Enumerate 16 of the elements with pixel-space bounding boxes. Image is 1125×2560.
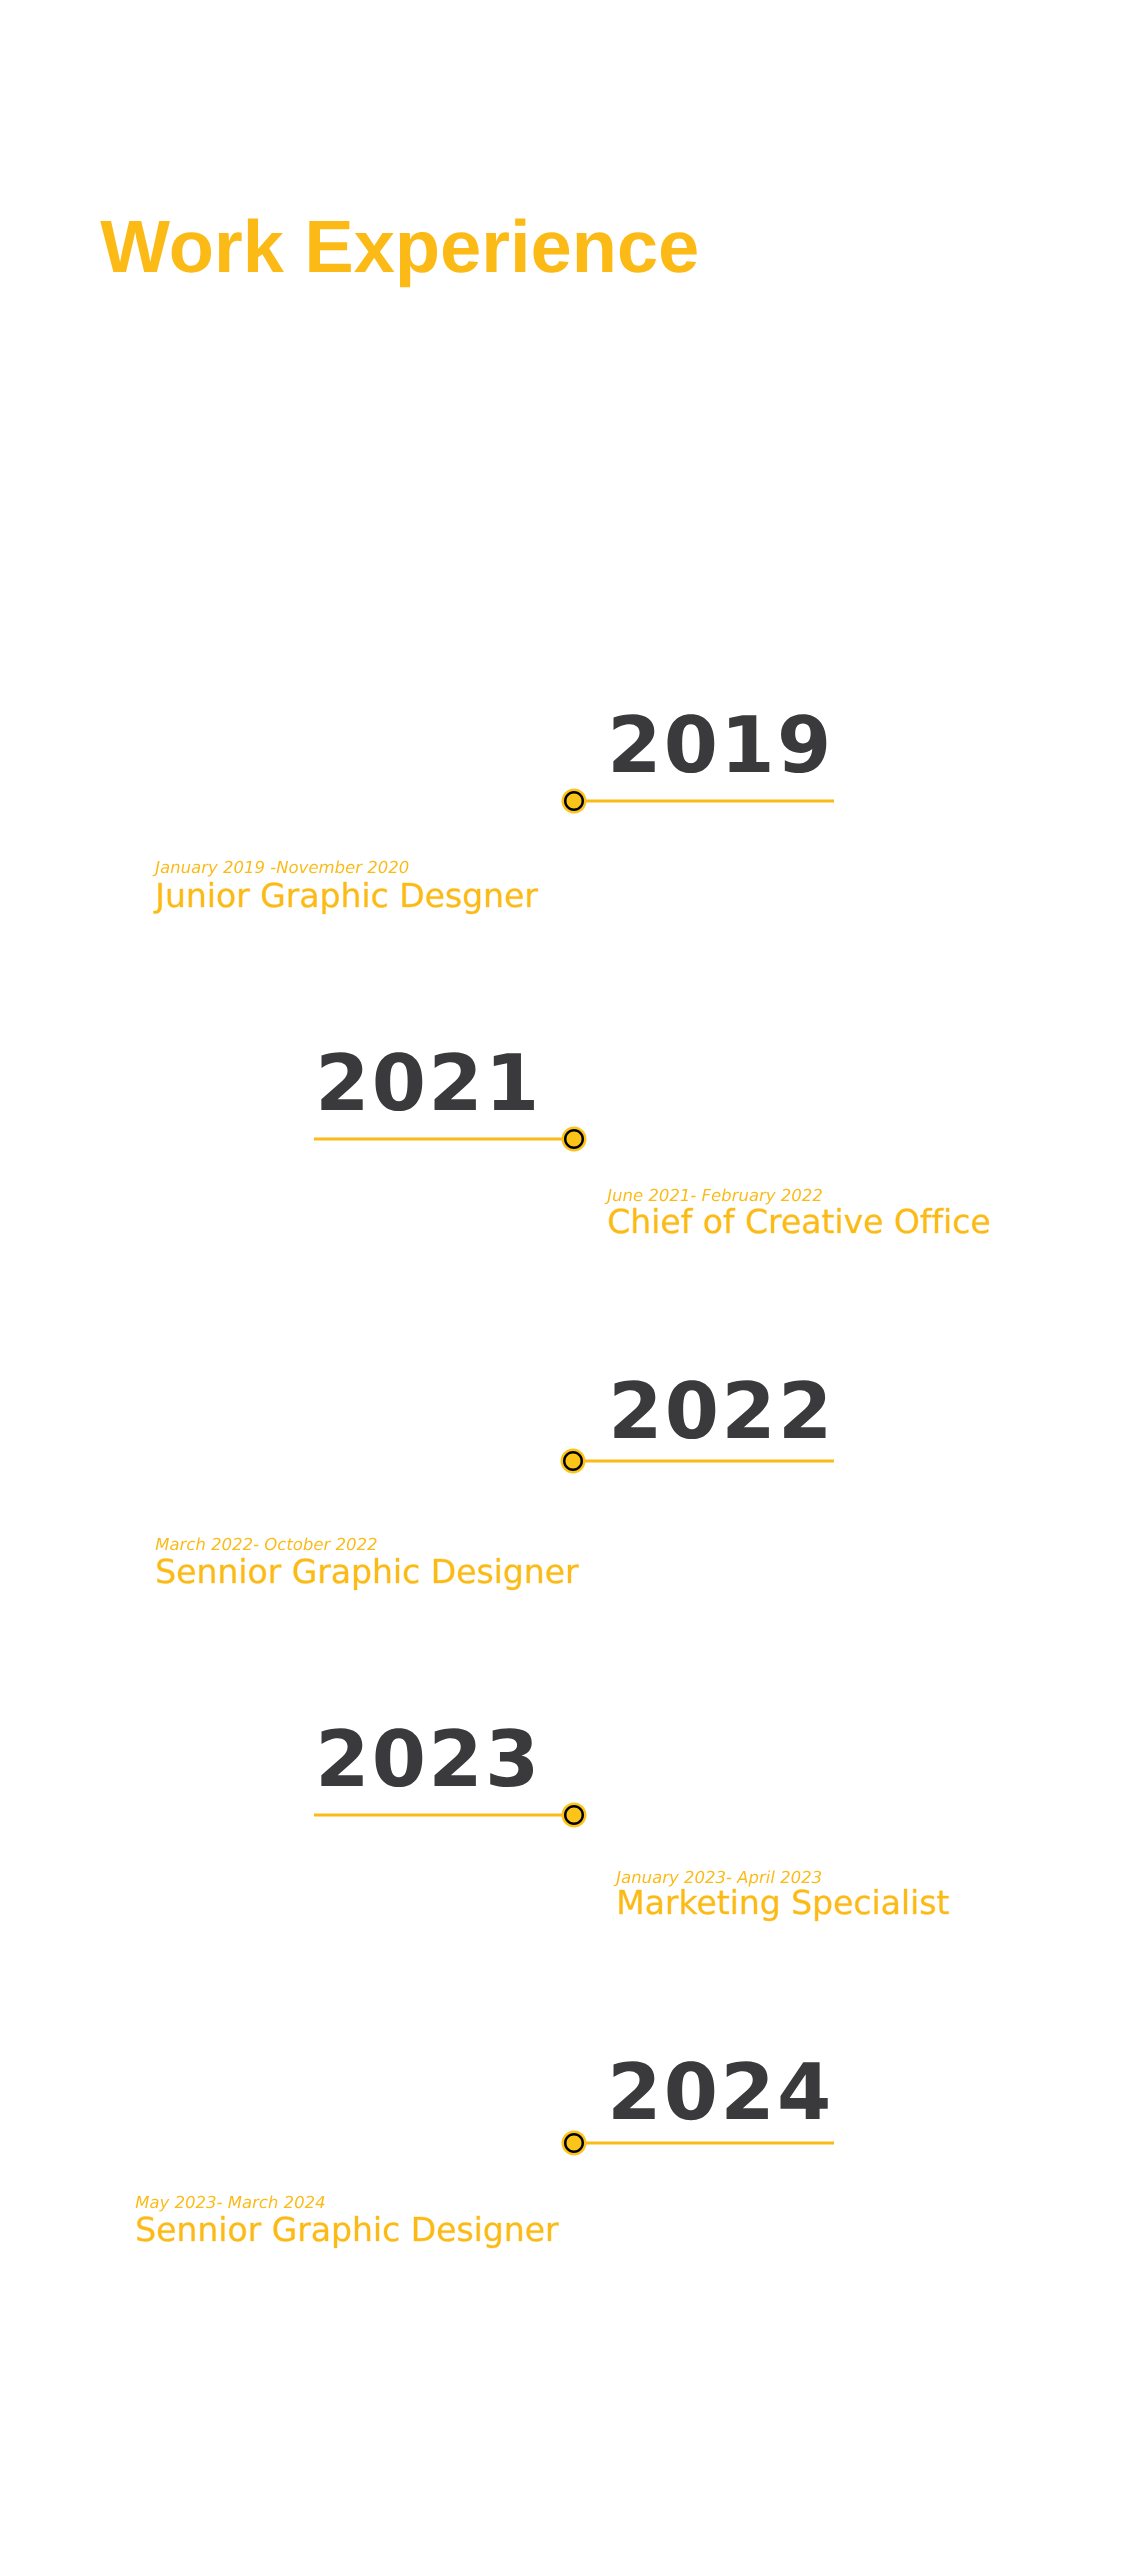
year-label: 2024 <box>613 2061 828 2121</box>
year-label: 2023 <box>321 1728 534 1788</box>
year-label: 2019 <box>613 714 827 774</box>
date-range: June 2021- February 2022 <box>604 1188 822 1205</box>
date-range: January 2023- April 2023 <box>613 1870 822 1887</box>
date-range: January 2019 -November 2020 <box>152 860 409 877</box>
job-title: Marketing Specialist <box>619 1888 949 1922</box>
heading: Work Experience <box>100 218 697 288</box>
date-range: May 2023- March 2024 <box>135 2195 325 2212</box>
job-title: Junior Graphic Desgner <box>153 881 538 915</box>
job-title: Chief of Creative Office <box>608 1207 989 1234</box>
year-label: 2021 <box>321 1052 534 1112</box>
job-title: Sennior Graphic Designer <box>137 2215 559 2249</box>
job-title: Sennior Graphic Designer <box>157 1557 579 1591</box>
year-label: 2022 <box>614 1380 826 1440</box>
date-range: March 2022- October 2022 <box>155 1537 377 1551</box>
